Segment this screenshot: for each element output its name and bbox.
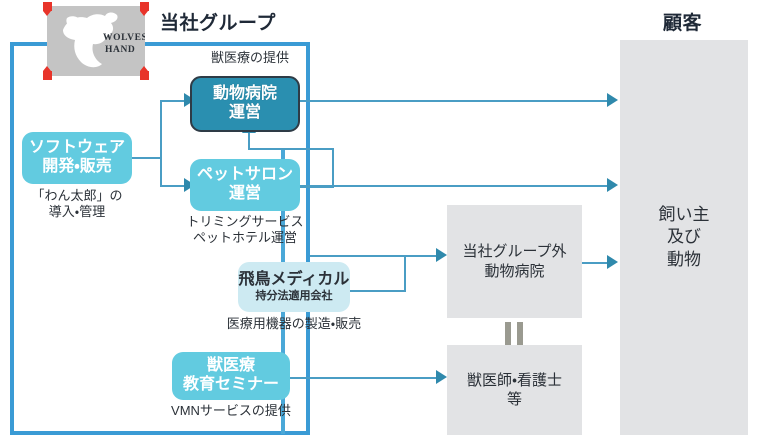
salon-caption-line1: トリミングサービス <box>186 214 304 229</box>
node-animal-hospital[interactable]: 動物病院 運営 <box>190 76 300 132</box>
connector-salon-to-customer <box>300 185 610 187</box>
box-customer-line2: 及び <box>667 227 701 247</box>
connector-software-to-hospital <box>160 100 184 102</box>
node-software-dev-line1: ソフトウェア <box>28 139 125 157</box>
box-veterinarians[interactable]: 獣医師・看護士 等 <box>447 345 582 435</box>
node-vet-seminar-line1: 獣医療 <box>206 357 255 375</box>
arrow-salon-to-customer <box>607 178 618 192</box>
logo-text-line2: HAND <box>105 45 135 55</box>
node-asuka-medical-line1: 飛鳥メディカル <box>238 270 350 288</box>
wolf-head-icon: WOLVES HAND <box>63 12 145 68</box>
wolves-hand-logo[interactable]: WOLVES HAND <box>43 2 149 80</box>
connector-salon-up-riser <box>332 148 334 188</box>
seminar-caption: VMNサービスの提供 <box>171 403 291 418</box>
software-caption-line2: 導入・管理 <box>48 204 106 220</box>
connector-software-to-salon <box>160 185 184 187</box>
node-vet-seminar[interactable]: 獣医療 教育セミナー <box>172 352 290 400</box>
customer-heading: 顧客 <box>663 13 703 34</box>
box-veterinarians-line2: 等 <box>506 391 522 408</box>
arrow-hospital-to-customer <box>607 93 618 107</box>
box-customer-line1: 飼い主 <box>658 205 710 225</box>
connector-software-riser <box>160 100 162 186</box>
resize-handle-bottom-left[interactable] <box>43 66 52 80</box>
connector-asuka-branch <box>310 255 406 257</box>
arrow-asuka-to-outside-hospital <box>436 248 447 262</box>
node-asuka-medical-sub: 持分法適用会社 <box>255 290 333 303</box>
arrow-software-to-hospital <box>184 93 195 107</box>
connector-hospital-to-customer <box>300 100 610 102</box>
connector-asuka-riser <box>404 255 406 291</box>
arrow-software-to-salon <box>184 178 195 192</box>
resize-handle-bottom-right[interactable] <box>140 66 149 80</box>
resize-handle-top-left[interactable] <box>43 2 52 16</box>
software-caption-line1: 「わん太郎」の <box>31 188 123 203</box>
software-caption: 「わん太郎」の 導入・管理 <box>17 188 137 221</box>
group-heading: 当社グループ <box>160 13 276 34</box>
hospital-caption: 獣医療の提供 <box>210 50 289 65</box>
box-outside-group-hospital-line2: 動物病院 <box>484 262 545 280</box>
connector-into-hospital-stem <box>248 132 250 150</box>
node-software-dev-line2: 開発・販売 <box>42 158 112 175</box>
own-group-boundary <box>10 42 310 435</box>
salon-caption-line2: ペットホテル運営 <box>192 230 297 246</box>
box-veterinarians-line1: 獣医師・看護士 <box>466 371 563 389</box>
box-outside-group-hospital-line1: 当社グループ外 <box>462 243 567 260</box>
node-pet-salon[interactable]: ペットサロン 運営 <box>190 159 300 211</box>
node-animal-hospital-line2: 運営 <box>228 104 261 121</box>
asuka-caption: 医療用機器の製造・販売 <box>226 316 362 331</box>
resize-handle-top-right[interactable] <box>140 2 149 16</box>
connector-salon-up-horizontal <box>248 148 334 150</box>
arrow-outside-to-customer <box>607 255 618 269</box>
connector-seminar-to-vets <box>290 377 436 379</box>
connector-asuka-to-outside <box>404 255 436 257</box>
node-software-dev[interactable]: ソフトウェア 開発・販売 <box>22 132 132 184</box>
connector-outside-to-customer <box>582 262 610 264</box>
node-pet-salon-line1: ペットサロン <box>196 166 293 184</box>
connector-asuka-vertical-supply <box>281 150 285 272</box>
box-customer-owners-animals[interactable]: 飼い主 及び 動物 <box>620 40 748 435</box>
node-asuka-medical[interactable]: 飛鳥メディカル 持分法適用会社 <box>238 262 350 312</box>
box-customer-line3: 動物 <box>667 249 701 269</box>
connector-asuka-right <box>348 290 406 292</box>
node-vet-seminar-line2: 教育セミナー <box>182 376 279 393</box>
logo-text-line1: WOLVES <box>103 33 145 43</box>
node-pet-salon-line2: 運営 <box>228 185 261 202</box>
box-outside-group-hospital[interactable]: 当社グループ外 動物病院 <box>447 205 582 318</box>
equals-relation-mark <box>505 322 523 348</box>
node-animal-hospital-line1: 動物病院 <box>212 85 277 103</box>
connector-software-out <box>132 157 162 159</box>
salon-caption: トリミングサービス ペットホテル運営 <box>175 214 315 247</box>
arrow-seminar-to-vets <box>436 370 447 384</box>
